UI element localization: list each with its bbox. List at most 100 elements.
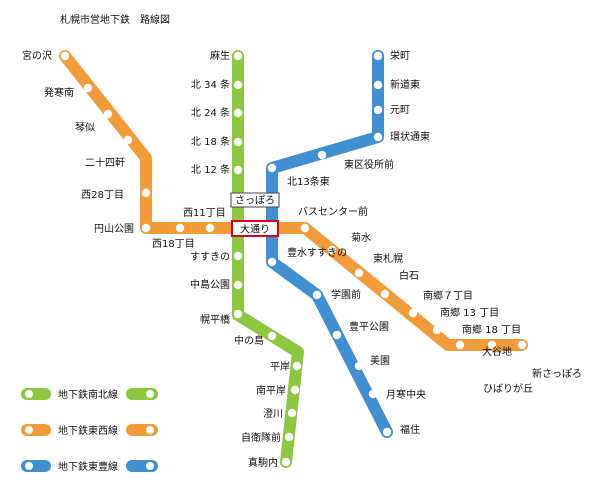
station-dot[interactable] [83, 83, 93, 93]
station-dot[interactable] [373, 51, 383, 61]
station-dot[interactable] [432, 325, 442, 335]
station-dot[interactable] [455, 340, 465, 350]
station-dot[interactable] [233, 51, 243, 61]
station-label: 豊平公園 [349, 320, 389, 333]
station-label: 白石 [399, 269, 419, 282]
station-label: 月寒中央 [386, 388, 426, 401]
station-label: すすきの [190, 251, 230, 263]
station-label: 学園前 [331, 288, 361, 301]
station-dot[interactable] [281, 457, 291, 467]
station-label: 新道東 [390, 78, 420, 91]
station-dot[interactable] [141, 188, 151, 198]
station-label: 二十四軒 [85, 156, 125, 169]
legend-label-tozai: 地下鉄東西線 [58, 424, 118, 437]
station-dot[interactable] [312, 290, 322, 300]
station-dot[interactable] [284, 432, 294, 442]
station-label: 栄町 [390, 50, 410, 62]
station-dot[interactable] [290, 385, 300, 395]
station-label: 新さっぽろ [532, 367, 582, 380]
hub-sapporo-box[interactable] [230, 192, 280, 208]
station-label: 大谷地 [482, 345, 512, 358]
station-label: 元町 [390, 105, 410, 116]
station-label: ひばりが丘 [483, 382, 533, 395]
station-label: 福住 [400, 423, 420, 436]
station-dot[interactable] [292, 361, 302, 371]
station-dot[interactable] [233, 251, 243, 261]
legend-label-toho: 地下鉄東豊線 [58, 460, 118, 473]
station-label: 琴似 [75, 122, 95, 134]
legend-dot [146, 426, 154, 434]
station-label: 北 34 条 [191, 78, 230, 91]
station-dot[interactable] [327, 245, 337, 255]
station-dot[interactable] [317, 150, 327, 160]
station-dot[interactable] [233, 108, 243, 118]
station-dot[interactable] [373, 105, 383, 115]
legend-dot [146, 462, 154, 470]
station-dot[interactable] [267, 257, 277, 267]
station-label: 中の島 [234, 334, 264, 347]
station-dot[interactable] [287, 408, 297, 418]
station-dot[interactable] [233, 165, 243, 175]
legend-dot [25, 462, 33, 470]
legend-dot [146, 390, 154, 398]
station-dot[interactable] [60, 51, 70, 61]
station-dot[interactable] [233, 280, 243, 290]
station-dot[interactable] [373, 132, 383, 142]
station-dot[interactable] [332, 330, 342, 340]
station-label: 北 18 条 [191, 135, 230, 148]
station-dot[interactable] [382, 427, 392, 437]
station-dot[interactable] [373, 80, 383, 90]
hub-odori-box[interactable] [231, 220, 279, 237]
station-dot[interactable] [175, 223, 185, 233]
station-dot[interactable] [368, 389, 378, 399]
station-dot[interactable] [380, 289, 390, 299]
station-label: 幌平橋 [200, 313, 230, 326]
station-label: 南平岸 [256, 384, 286, 397]
station-dot[interactable] [141, 223, 151, 233]
station-label: 西28丁目 [81, 190, 124, 201]
station-dot[interactable] [233, 80, 243, 90]
station-label: 発寒南 [44, 86, 74, 99]
station-label: 西11丁目 [183, 208, 226, 219]
station-dot[interactable] [408, 308, 418, 318]
station-label: 西18丁目 [152, 239, 195, 250]
station-label: 麻生 [210, 49, 230, 62]
legend-dot [25, 390, 33, 398]
toho-line [266, 50, 393, 438]
station-dot[interactable] [123, 135, 133, 145]
station-label: 自衛隊前 [241, 431, 281, 444]
station-label: 澄川 [263, 407, 283, 420]
station-dot[interactable] [354, 361, 364, 371]
station-dot[interactable] [103, 109, 113, 119]
station-label: 北 12 条 [191, 163, 230, 176]
station-label: 宮の沢 [22, 49, 52, 62]
station-label: 菊水 [351, 232, 371, 244]
hub-odori-label: 大通り [240, 223, 270, 236]
station-label: 東区役所前 [344, 158, 394, 171]
station-dot[interactable] [233, 309, 243, 319]
station-label: 真駒内 [248, 456, 278, 469]
hub-sapporo-label: さっぽろ [235, 195, 275, 207]
station-dot[interactable] [300, 223, 310, 233]
legend-label-namboku: 地下鉄南北線 [58, 388, 118, 401]
namboku-line [232, 50, 304, 468]
station-dot[interactable] [267, 163, 277, 173]
station-label: 平岸 [270, 361, 290, 373]
station-label: 北13条東 [287, 175, 330, 188]
station-dot[interactable] [205, 223, 215, 233]
station-label: 東札幌 [373, 252, 403, 265]
station-dot[interactable] [517, 340, 527, 350]
station-label: 中島公園 [190, 278, 230, 291]
station-label: 豊水すすきの [287, 246, 347, 259]
station-label: バスセンター前 [298, 205, 368, 218]
station-dot[interactable] [487, 340, 497, 350]
station-dot[interactable] [233, 137, 243, 147]
station-dot[interactable] [267, 331, 277, 341]
station-dot[interactable] [354, 268, 364, 278]
station-label: 南郷 13 丁目 [440, 306, 499, 319]
station-label: 南郷 18 丁目 [462, 323, 521, 336]
map-title: 札幌市営地下鉄 路線図 [60, 13, 170, 26]
station-label: 北 24 条 [191, 106, 230, 119]
